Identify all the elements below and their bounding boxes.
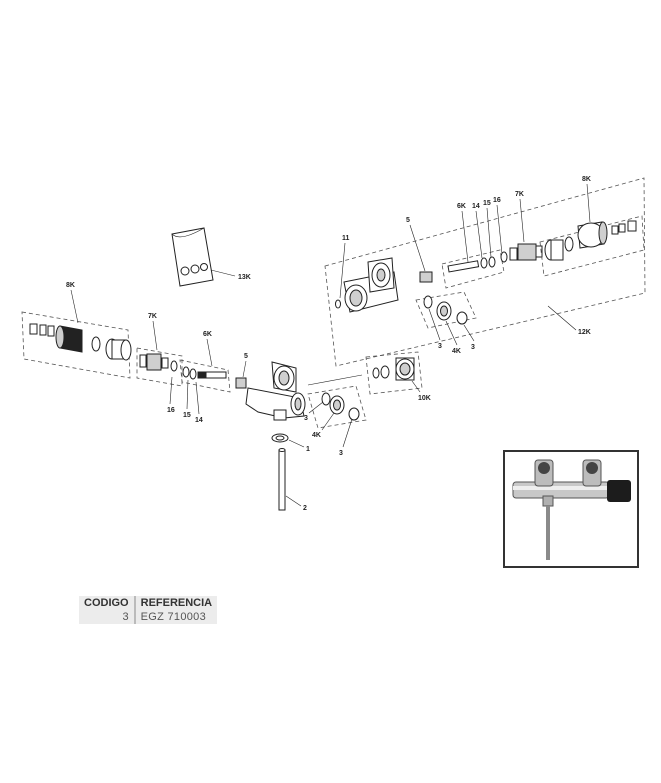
spindle-assembly-left <box>179 359 231 393</box>
valve-body <box>245 361 306 421</box>
label-6k-right: 6K <box>457 203 466 210</box>
label-14-left: 14 <box>195 417 203 424</box>
label-3-left-a: 3 <box>304 415 308 422</box>
label-8k-left: 8K <box>66 282 75 289</box>
label-3-right-b: 3 <box>471 344 475 351</box>
part-5-right <box>419 271 433 283</box>
seat-assembly-right <box>500 243 543 263</box>
part-5-left <box>235 377 247 389</box>
header-codigo: CODIGO <box>79 596 135 610</box>
label-6k-left: 6K <box>203 331 212 338</box>
label-16-right: 16 <box>493 197 501 204</box>
seat-assembly-left <box>136 347 183 387</box>
label-13k: 13K <box>238 274 251 281</box>
label-3-left-b: 3 <box>339 450 343 457</box>
oring-11 <box>335 299 341 309</box>
label-16-left: 16 <box>167 407 175 414</box>
referencia-value: EGZ 710003 <box>133 610 218 624</box>
label-11: 11 <box>342 235 350 242</box>
label-4k-left: 4K <box>312 432 321 439</box>
plug-assembly-10k <box>365 351 423 395</box>
label-3-right-a: 3 <box>438 343 442 350</box>
label-12k: 12K <box>578 329 591 336</box>
label-2: 2 <box>303 505 307 512</box>
assembled-valve-photo <box>503 450 639 568</box>
label-7k-left: 7K <box>148 313 157 320</box>
seal-assembly-left <box>307 385 367 429</box>
label-10k: 10K <box>418 395 431 402</box>
label-1: 1 <box>306 446 310 453</box>
seal-assembly-right <box>415 291 477 329</box>
handwheel-assembly-right <box>539 215 645 277</box>
reference-table: CODIGO REFERENCIA 3 EGZ 710003 <box>79 596 218 624</box>
label-15-right: 15 <box>483 200 491 207</box>
label-7k-right: 7K <box>515 191 524 198</box>
right-valve-body <box>343 257 399 313</box>
codigo-value: 3 <box>79 610 135 624</box>
oring-1 <box>271 433 289 443</box>
spare-parts-bag <box>171 227 236 287</box>
label-5-left: 5 <box>244 353 248 360</box>
handwheel-assembly-left <box>21 311 132 379</box>
label-5-right: 5 <box>406 217 410 224</box>
label-15-left: 15 <box>183 412 191 419</box>
spindle-assembly-right <box>441 249 505 289</box>
label-4k-right: 4K <box>452 348 461 355</box>
label-8k-right: 8K <box>582 176 591 183</box>
label-14-right: 14 <box>472 203 480 210</box>
assembled-valve-image <box>512 459 631 560</box>
header-referencia: REFERENCIA <box>133 596 218 610</box>
dip-tube-2 <box>278 448 286 511</box>
